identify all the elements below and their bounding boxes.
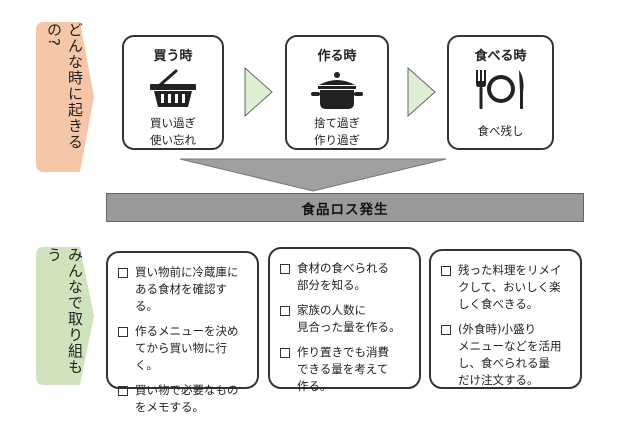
checkbox-icon [441, 325, 451, 335]
list-item-text: 残った料理をリメイ クして、おいしく楽 しく食べきる。 [458, 263, 562, 311]
stage-text-line: 使い忘れ [150, 133, 196, 147]
side-label-arrow-shape [36, 22, 94, 172]
stage-title: 食べる時 [474, 49, 527, 64]
list-item-text: 家族の人数に 見合った量を作る。 [297, 303, 401, 334]
list-item-text: (外食時)小盛り メニューなどを活用 し、食べられる量 だけ注文する。 [458, 322, 562, 387]
action-box-eating: 残った料理をリメイ クして、おいしく楽 しく食べきる。 (外食時)小盛り メニュ… [429, 249, 582, 389]
checkbox-icon [118, 327, 128, 337]
stage-text-line: 食べ残し [477, 124, 524, 138]
stage-title: 作る時 [317, 49, 357, 64]
list-item: (外食時)小盛り メニューなどを活用 し、食べられる量 だけ注文する。 [441, 321, 572, 389]
stage-text-line: 捨て過ぎ [314, 116, 360, 130]
stage-card-eating: 食べる時 食べ残し [447, 35, 554, 150]
checkbox-icon [118, 268, 128, 278]
side-label-when: どんな時に起きるの? [36, 22, 94, 172]
list-item-text: 作り置きでも消費 できる量を考えて 作る。 [297, 345, 389, 393]
list-item: 食材の食べられる 部分を知る。 [280, 260, 411, 294]
funnel-arrow [179, 158, 447, 192]
side-label-action-text: みんなで取り組もう [45, 247, 84, 375]
checkbox-icon [118, 386, 128, 396]
list-item: 買い物前に冷蔵庫に ある食材を確認する。 [118, 264, 249, 315]
flow-arrow [407, 67, 436, 117]
action-box-cooking: 食材の食べられる 部分を知る。 家族の人数に 見合った量を作る。 作り置きでも消… [268, 247, 421, 393]
stage-text-line: 買い過ぎ [150, 116, 196, 130]
list-item-text: 作るメニューを決め てから買い物に行く。 [135, 324, 239, 372]
side-label-when-text: どんな時に起きるの? [45, 22, 84, 150]
stage-card-buying: 買う時 買い過ぎ 使い忘れ [122, 35, 224, 150]
flow-arrow [244, 67, 273, 117]
list-item: 買い物で必要なもの をメモする。 [118, 382, 249, 416]
checkbox-icon [280, 264, 290, 274]
list-item: 作るメニューを決め てから買い物に行く。 [118, 323, 249, 374]
action-box-buying: 買い物前に冷蔵庫に ある食材を確認する。 作るメニューを決め てから買い物に行く… [106, 251, 259, 414]
list-item-text: 食材の食べられる 部分を知る。 [297, 261, 389, 292]
side-label-arrow-shape [36, 247, 94, 385]
list-item-text: 買い物で必要なもの をメモする。 [135, 383, 239, 414]
side-label-action: みんなで取り組もう [36, 247, 94, 385]
stage-text-line: 作り過ぎ [314, 133, 360, 147]
food-loss-banner: 食品ロス発生 [106, 193, 584, 222]
checkbox-icon [441, 266, 451, 276]
stage-card-cooking: 作る時 捨て過ぎ 作り過ぎ [285, 35, 389, 150]
checkbox-icon [280, 348, 290, 358]
checkbox-icon [280, 306, 290, 316]
list-item: 作り置きでも消費 できる量を考えて 作る。 [280, 344, 411, 395]
list-item: 家族の人数に 見合った量を作る。 [280, 302, 411, 336]
cooking-pot-icon [311, 72, 363, 109]
fork-plate-knife-icon [475, 70, 523, 109]
stage-title: 買う時 [153, 49, 193, 64]
list-item-text: 買い物前に冷蔵庫に ある食材を確認する。 [135, 265, 239, 313]
list-item: 残った料理をリメイ クして、おいしく楽 しく食べきる。 [441, 262, 572, 313]
shopping-basket-icon [150, 69, 196, 107]
